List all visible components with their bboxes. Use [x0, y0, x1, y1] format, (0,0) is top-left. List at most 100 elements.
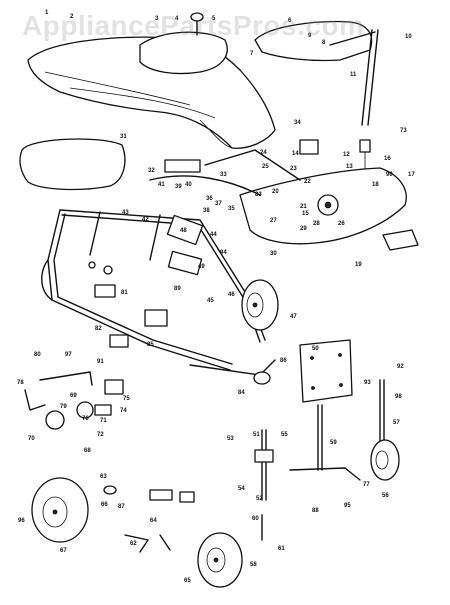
callout-45: 45 — [207, 298, 214, 304]
callout-22: 22 — [304, 179, 311, 185]
callout-67: 67 — [60, 548, 67, 554]
callout-16: 16 — [384, 156, 391, 162]
callout-40: 40 — [185, 182, 192, 188]
callout-11: 11 — [350, 72, 357, 78]
callout-61: 61 — [278, 546, 285, 552]
callout-17: 17 — [408, 172, 415, 178]
callout-59: 59 — [330, 440, 337, 446]
callout-57: 57 — [393, 420, 400, 426]
callout-47: 47 — [290, 314, 297, 320]
callout-70: 70 — [28, 436, 35, 442]
callout-13: 13 — [346, 164, 353, 170]
callout-82: 82 — [95, 326, 102, 332]
chassis-deck — [239, 167, 419, 251]
callout-89: 89 — [174, 286, 181, 292]
callout-37: 37 — [215, 201, 222, 207]
callout-23: 23 — [290, 166, 297, 172]
callout-62: 62 — [130, 541, 137, 547]
callout-12: 12 — [343, 152, 350, 158]
callout-49: 49 — [198, 264, 205, 270]
callout-79: 79 — [60, 404, 67, 410]
callout-68: 68 — [84, 448, 91, 454]
callout-30: 30 — [270, 251, 277, 257]
spindle-assembly-left — [24, 371, 124, 430]
mid-brackets — [88, 214, 204, 348]
callout-91: 91 — [97, 359, 104, 365]
callout-76: 76 — [82, 416, 89, 422]
callout-7: 7 — [250, 51, 254, 57]
steering-column — [329, 29, 379, 170]
callout-10: 10 — [405, 34, 412, 40]
callout-56: 56 — [382, 493, 389, 499]
callout-81: 81 — [121, 290, 128, 296]
callout-1: 1 — [45, 10, 49, 16]
callout-69: 69 — [70, 393, 77, 399]
fender-plate — [254, 20, 373, 62]
callout-98: 98 — [395, 394, 402, 400]
site-watermark: AppliancePartsPros.com — [22, 10, 365, 41]
spindle-assembly-right — [289, 379, 400, 481]
callout-18: 18 — [372, 182, 379, 188]
callout-65: 65 — [184, 578, 191, 584]
callout-72: 72 — [97, 432, 104, 438]
small-parts-cluster — [103, 485, 195, 553]
callout-64: 64 — [150, 518, 157, 524]
seat — [139, 12, 228, 75]
callout-97: 97 — [65, 352, 72, 358]
callout-42: 42 — [142, 217, 149, 223]
callout-52: 52 — [256, 496, 263, 502]
axle-84 — [189, 359, 276, 385]
spindle-center — [254, 429, 274, 541]
callout-50: 50 — [312, 346, 319, 352]
callout-31: 31 — [120, 134, 127, 140]
callout-85: 85 — [147, 342, 154, 348]
callout-19: 19 — [355, 262, 362, 268]
callout-34: 34 — [294, 120, 301, 126]
callout-55: 55 — [281, 432, 288, 438]
callout-44: 44 — [210, 232, 217, 238]
callout-25: 25 — [262, 164, 269, 170]
callout-4: 4 — [175, 16, 179, 22]
callout-46: 46 — [228, 292, 235, 298]
callout-29: 29 — [300, 226, 307, 232]
callout-94: 94 — [220, 250, 227, 256]
callout-63: 63 — [100, 474, 107, 480]
callout-78: 78 — [17, 380, 24, 386]
callout-80: 80 — [34, 352, 41, 358]
callout-43: 43 — [122, 210, 129, 216]
callout-38: 38 — [203, 208, 210, 214]
callout-27: 27 — [270, 218, 277, 224]
callout-74: 74 — [120, 408, 127, 414]
callout-41: 41 — [158, 182, 165, 188]
callout-58: 58 — [250, 562, 257, 568]
callout-9: 9 — [308, 33, 312, 39]
callout-84: 84 — [238, 390, 245, 396]
callout-87: 87 — [118, 504, 125, 510]
callout-labels: 1 2 3 4 5 6 7 8 9 10 11 12 13 14 15 16 1… — [17, 10, 415, 584]
callout-28: 28 — [313, 221, 320, 227]
callout-60: 60 — [252, 516, 259, 522]
callout-33: 33 — [220, 172, 227, 178]
seat-cushion-pad — [19, 138, 126, 191]
callout-36: 36 — [206, 196, 213, 202]
callout-90: 90 — [386, 172, 393, 178]
callout-77: 77 — [363, 482, 370, 488]
callout-2: 2 — [70, 14, 74, 20]
callout-21: 21 — [300, 204, 307, 210]
callout-5: 5 — [212, 16, 216, 22]
callout-88: 88 — [312, 508, 319, 514]
callout-51: 51 — [253, 432, 260, 438]
callout-75: 75 — [123, 396, 130, 402]
mount-plate-50 — [299, 339, 353, 403]
callout-24: 24 — [260, 150, 267, 156]
callout-71: 71 — [100, 418, 107, 424]
callout-96: 96 — [18, 518, 25, 524]
callout-92: 92 — [397, 364, 404, 370]
rear-wheel-47 — [241, 279, 279, 331]
linkage-rods — [149, 139, 319, 196]
callout-20: 20 — [272, 189, 279, 195]
front-wheel-left — [31, 477, 89, 543]
callout-73: 73 — [400, 128, 407, 134]
